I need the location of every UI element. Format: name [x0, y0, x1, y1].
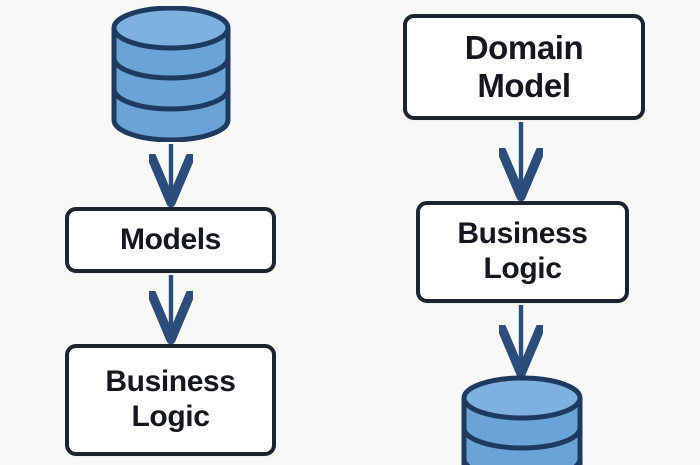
node-business-logic-right-label: Business Logic	[457, 217, 588, 285]
database-cylinder-icon	[111, 5, 231, 143]
node-business-logic-left[interactable]: Business Logic	[65, 344, 276, 456]
node-domain-model[interactable]: Domain Model	[403, 14, 645, 120]
database-cylinder-right	[458, 374, 586, 465]
node-business-logic-left-label: Business Logic	[105, 365, 236, 433]
database-cylinder-left	[108, 5, 234, 143]
node-domain-model-label: Domain Model	[464, 28, 584, 104]
node-models-label: Models	[120, 222, 221, 256]
node-business-logic-right[interactable]: Business Logic	[416, 201, 629, 303]
database-cylinder-icon	[461, 375, 583, 465]
node-models[interactable]: Models	[65, 207, 276, 273]
